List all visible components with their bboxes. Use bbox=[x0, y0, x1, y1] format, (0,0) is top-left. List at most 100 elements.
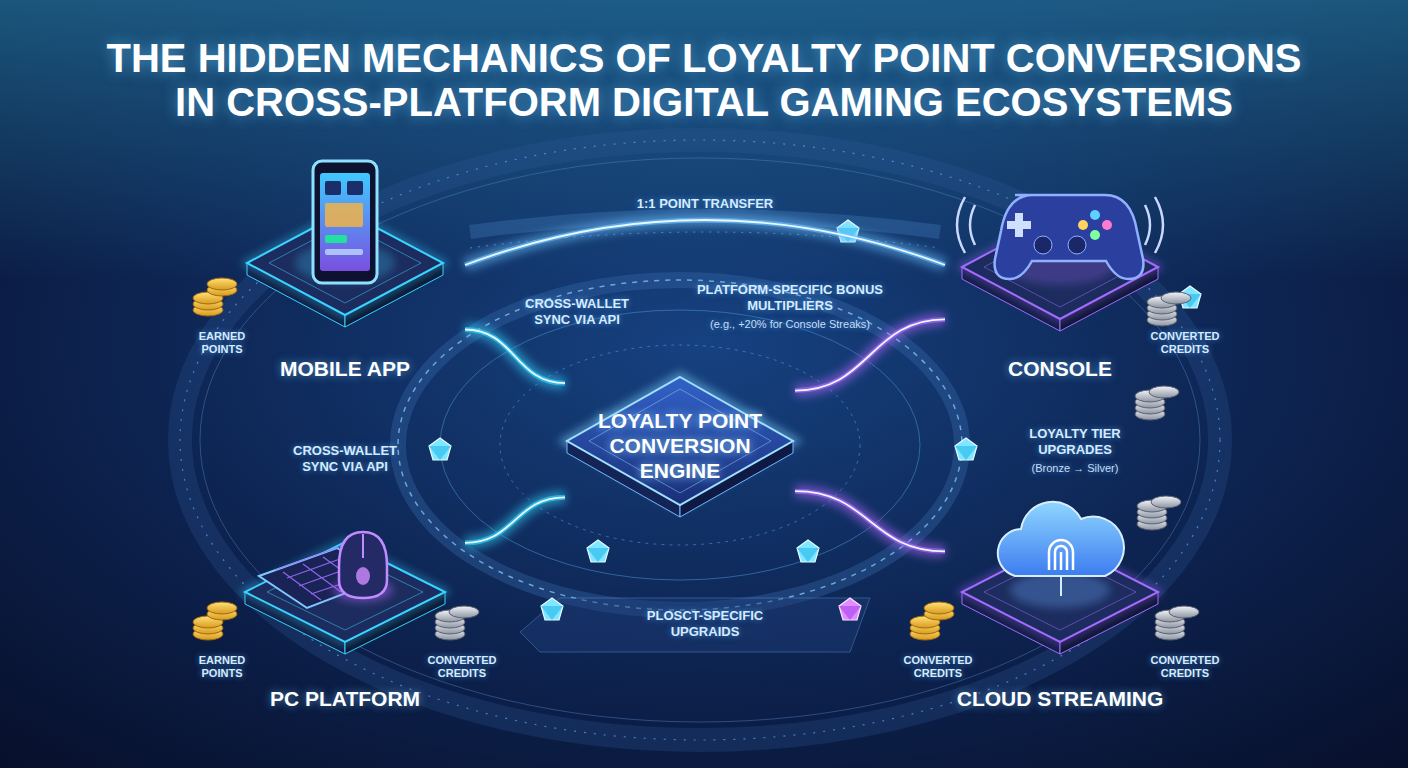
gem-icon bbox=[429, 438, 451, 460]
pc-shape bbox=[362, 534, 364, 558]
flow-connector bbox=[795, 319, 945, 390]
orbit-ring bbox=[440, 310, 920, 580]
connector-glow bbox=[465, 220, 945, 265]
coin-stack bbox=[435, 606, 479, 640]
orbit-ring bbox=[180, 140, 1220, 740]
coin-stack bbox=[193, 278, 237, 316]
coin-stack bbox=[1137, 496, 1181, 530]
console-shape bbox=[1102, 220, 1112, 230]
platform-label: CLOUD STREAMING bbox=[945, 687, 1175, 711]
console-shape bbox=[1068, 236, 1086, 254]
orbit-ring bbox=[180, 140, 1220, 740]
connector-glow bbox=[465, 497, 565, 543]
coin-stack bbox=[1135, 386, 1179, 420]
annotation-label: EARNED POINTS bbox=[182, 330, 262, 356]
pc-shape bbox=[356, 567, 370, 585]
annotation-label: CONVERTED CREDITS bbox=[417, 654, 507, 680]
connector-glow bbox=[795, 319, 945, 390]
console-shape bbox=[1034, 236, 1052, 254]
annotation-label: CROSS-WALLET SYNC VIA API bbox=[280, 443, 410, 474]
connector-band bbox=[795, 491, 945, 551]
annotation-label: LOYALTY TIER UPGRADES bbox=[1000, 426, 1150, 457]
platform-label: CONSOLE bbox=[945, 357, 1175, 381]
connector-glow bbox=[465, 329, 565, 383]
connector-line bbox=[465, 220, 945, 265]
gem-icon bbox=[429, 220, 1201, 620]
flow-connector bbox=[465, 220, 945, 265]
platform-tile: CLOUD STREAMING bbox=[945, 480, 1175, 715]
platform-tile: CONSOLE bbox=[945, 145, 1175, 385]
console-shape bbox=[1015, 213, 1023, 237]
gem-icon bbox=[955, 438, 977, 460]
mobile-shape bbox=[320, 173, 370, 271]
gem-icon bbox=[797, 540, 819, 562]
annotation-label: CONVERTED CREDITS bbox=[1140, 330, 1230, 356]
engine-label: LOYALTY POINT CONVERSION ENGINE bbox=[592, 408, 768, 483]
platform-label: PC PLATFORM bbox=[225, 687, 465, 711]
diagram-title: THE HIDDEN MECHANICS OF LOYALTY POINT CO… bbox=[89, 36, 1319, 124]
gem-icon bbox=[541, 598, 563, 620]
gem-icon bbox=[839, 598, 861, 620]
engine-shape bbox=[567, 377, 793, 505]
pc-shape bbox=[225, 480, 465, 715]
console-shape bbox=[1078, 220, 1088, 230]
mobile-shape bbox=[225, 145, 465, 385]
flow-connector bbox=[795, 491, 945, 551]
cloud-shape bbox=[945, 480, 1175, 715]
annotation-label: CONVERTED CREDITS bbox=[1140, 654, 1230, 680]
mobile-shape bbox=[325, 203, 363, 227]
console-shape bbox=[1090, 230, 1100, 240]
console-shape bbox=[945, 145, 1175, 385]
annotation-label: 1:1 POINT TRANSFER bbox=[595, 196, 815, 212]
annotation-label: CROSS-WALLET SYNC VIA API bbox=[512, 296, 642, 327]
annotation-label: PLOSCT-SPECIFIC UPGRAIDS bbox=[635, 608, 775, 639]
console-shape bbox=[995, 195, 1144, 279]
platform-tile: PC PLATFORM bbox=[225, 480, 465, 715]
orbit-ring bbox=[180, 140, 1220, 740]
console-shape bbox=[957, 197, 1163, 253]
coin-stack bbox=[193, 602, 237, 640]
engine-shape bbox=[567, 377, 793, 505]
coin-stack bbox=[1155, 606, 1199, 640]
mobile-shape bbox=[325, 181, 341, 195]
connector-line bbox=[795, 491, 945, 551]
connector-line bbox=[795, 319, 945, 390]
orbit-ring bbox=[398, 280, 962, 610]
orbit-ring bbox=[398, 280, 962, 610]
engine-shape bbox=[589, 389, 771, 493]
connector-band bbox=[465, 329, 565, 383]
cloud-shape bbox=[1060, 576, 1062, 596]
gem-icon bbox=[587, 540, 609, 562]
annotation-label: PLATFORM-SPECIFIC BONUS MULTIPLIERS bbox=[695, 282, 885, 313]
platform-tile: MOBILE APP bbox=[225, 145, 465, 385]
orbit-ring bbox=[200, 158, 1200, 722]
mobile-shape bbox=[313, 161, 377, 283]
mobile-shape bbox=[325, 249, 363, 255]
mobile-shape bbox=[347, 181, 363, 195]
flow-connector bbox=[465, 497, 565, 543]
platform-label: MOBILE APP bbox=[225, 357, 465, 381]
connector-line bbox=[465, 497, 565, 543]
conversion-engine: LOYALTY POINT CONVERSION ENGINE bbox=[565, 375, 795, 515]
annotation-label: (e.g., +20% for Console Streaks) bbox=[680, 318, 900, 331]
annotation-label: EARNED POINTS bbox=[182, 654, 262, 680]
mobile-shape bbox=[325, 235, 347, 243]
data-band bbox=[470, 216, 940, 652]
annotation-label: (Bronze → Silver) bbox=[1000, 462, 1150, 475]
connector-line bbox=[465, 329, 565, 383]
console-shape bbox=[1090, 210, 1100, 220]
orbit-ring bbox=[500, 345, 860, 545]
cloud-shape bbox=[1049, 540, 1073, 570]
annotation-label: CONVERTED CREDITS bbox=[893, 654, 983, 680]
connector-band bbox=[465, 220, 945, 265]
connector-glow bbox=[795, 491, 945, 551]
data-band bbox=[520, 598, 870, 652]
cloud-shape bbox=[1010, 572, 1110, 608]
connector-band bbox=[795, 319, 945, 390]
coin-stack bbox=[1147, 292, 1191, 326]
cloud-shape bbox=[998, 502, 1124, 576]
flow-connector bbox=[465, 329, 565, 383]
connector-band bbox=[465, 497, 565, 543]
